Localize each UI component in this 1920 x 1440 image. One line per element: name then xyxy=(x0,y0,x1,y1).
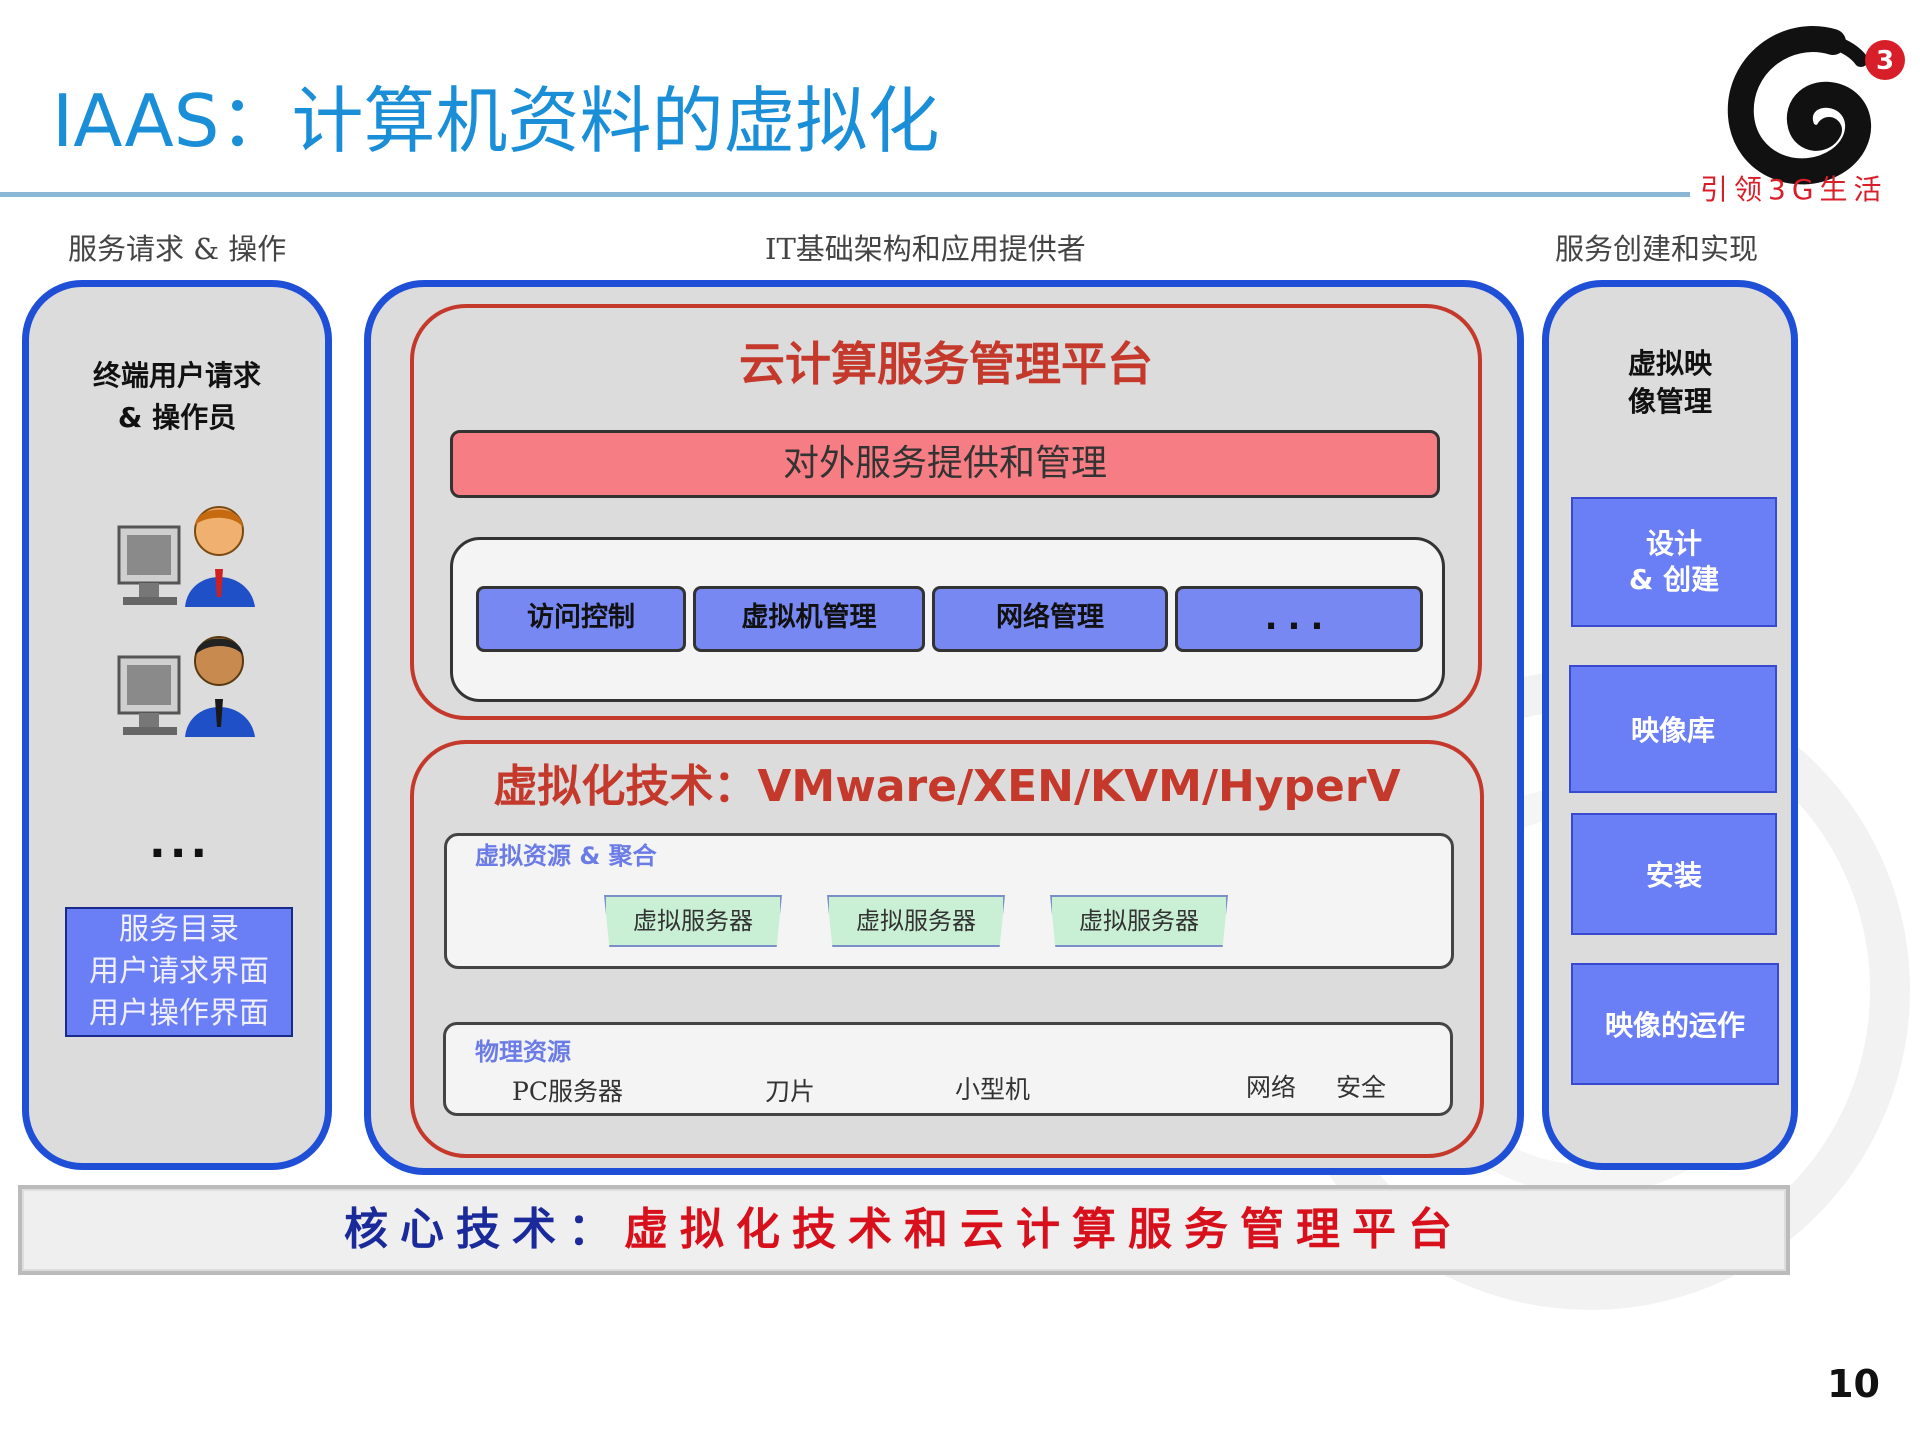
banner-text-line: 核心技术：虚拟化技术和云计算服务管理平台 xyxy=(22,1189,1786,1271)
left-panel: 终端用户请求 & 操作员 ... 服务目录 用户请求界面 用户操作界面 xyxy=(22,280,332,1170)
service-catalog-box[interactable]: 服务目录 用户请求界面 用户操作界面 xyxy=(65,907,293,1037)
virtual-server-box[interactable]: 虚拟服务器 xyxy=(1050,895,1228,947)
cloud-platform-title: 云计算服务管理平台 xyxy=(739,337,1153,391)
right-title-line2: 像管理 xyxy=(1627,385,1712,418)
user-ellipsis: ... xyxy=(149,817,212,868)
left-title-line1: 终端用户请求 xyxy=(92,359,261,392)
user-computer-icon xyxy=(117,506,255,607)
cloud-platform-frame xyxy=(410,304,1482,720)
button-line: 设计 xyxy=(1645,527,1702,560)
image-operation-button[interactable]: 映像的运作 xyxy=(1571,963,1779,1085)
physical-item: PC服务器 xyxy=(512,1077,623,1106)
design-create-button[interactable]: 设计 & 创建 xyxy=(1571,497,1777,627)
more-modules-button[interactable]: ... xyxy=(1175,586,1423,652)
right-panel: 虚拟映 像管理 设计 & 创建 映像库 安装 映像的运作 xyxy=(1542,280,1798,1170)
left-column-header: 服务请求 & 操作 xyxy=(68,232,287,266)
button-line: & 创建 xyxy=(1628,563,1720,596)
banner-text: 虚拟化技术和云计算服务管理平台 xyxy=(624,1204,1464,1255)
title-divider xyxy=(0,192,1690,197)
svg-text:3: 3 xyxy=(1876,46,1894,76)
left-panel-title: 终端用户请求 & 操作员 xyxy=(29,355,325,439)
physical-item: 小型机 xyxy=(955,1075,1031,1104)
vm-management-button[interactable]: 虚拟机管理 xyxy=(693,586,925,652)
core-technology-banner: 核心技术：虚拟化技术和云计算服务管理平台 xyxy=(18,1185,1790,1275)
catalog-line: 用户操作界面 xyxy=(89,996,269,1031)
left-title-line2: & 操作员 xyxy=(117,401,237,434)
button-line: 映像的运作 xyxy=(1604,1009,1745,1042)
external-service-bar[interactable]: 对外服务提供和管理 xyxy=(450,430,1440,498)
physical-item: 网络 xyxy=(1246,1073,1297,1102)
logo-slogan: 引领3G生活 xyxy=(1700,173,1888,206)
button-line: 安装 xyxy=(1645,859,1702,892)
user-computer-icon xyxy=(117,636,255,737)
slide-title: IAAS：计算机资料的虚拟化 xyxy=(52,79,940,163)
network-management-button[interactable]: 网络管理 xyxy=(932,586,1168,652)
right-title-line1: 虚拟映 xyxy=(1627,347,1712,380)
middle-column-header: IT基础架构和应用提供者 xyxy=(765,232,1086,266)
right-column-header: 服务创建和实现 xyxy=(1555,232,1759,266)
virtual-resources-label: 虚拟资源 & 聚合 xyxy=(475,842,657,870)
page-number: 10 xyxy=(1827,1362,1880,1406)
physical-item: 刀片 xyxy=(765,1077,816,1106)
g3-logo-icon: 3 xyxy=(1727,26,1905,185)
install-button[interactable]: 安装 xyxy=(1571,813,1777,935)
physical-item: 安全 xyxy=(1336,1073,1387,1102)
button-line: 映像库 xyxy=(1630,714,1715,747)
access-control-button[interactable]: 访问控制 xyxy=(476,586,686,652)
catalog-line: 用户请求界面 xyxy=(89,954,269,989)
catalog-line: 服务目录 xyxy=(119,912,239,947)
physical-resources-label: 物理资源 xyxy=(475,1038,571,1066)
virtual-server-box[interactable]: 虚拟服务器 xyxy=(827,895,1005,947)
virtualization-frame xyxy=(410,740,1484,1158)
image-library-button[interactable]: 映像库 xyxy=(1569,665,1777,793)
virtualization-title: 虚拟化技术：VMware/XEN/KVM/HyperV xyxy=(493,761,1401,812)
right-panel-title: 虚拟映 像管理 xyxy=(1549,345,1791,421)
physical-resources-box xyxy=(443,1022,1453,1116)
banner-prefix: 核心技术： xyxy=(344,1204,624,1255)
virtual-server-box[interactable]: 虚拟服务器 xyxy=(604,895,782,947)
